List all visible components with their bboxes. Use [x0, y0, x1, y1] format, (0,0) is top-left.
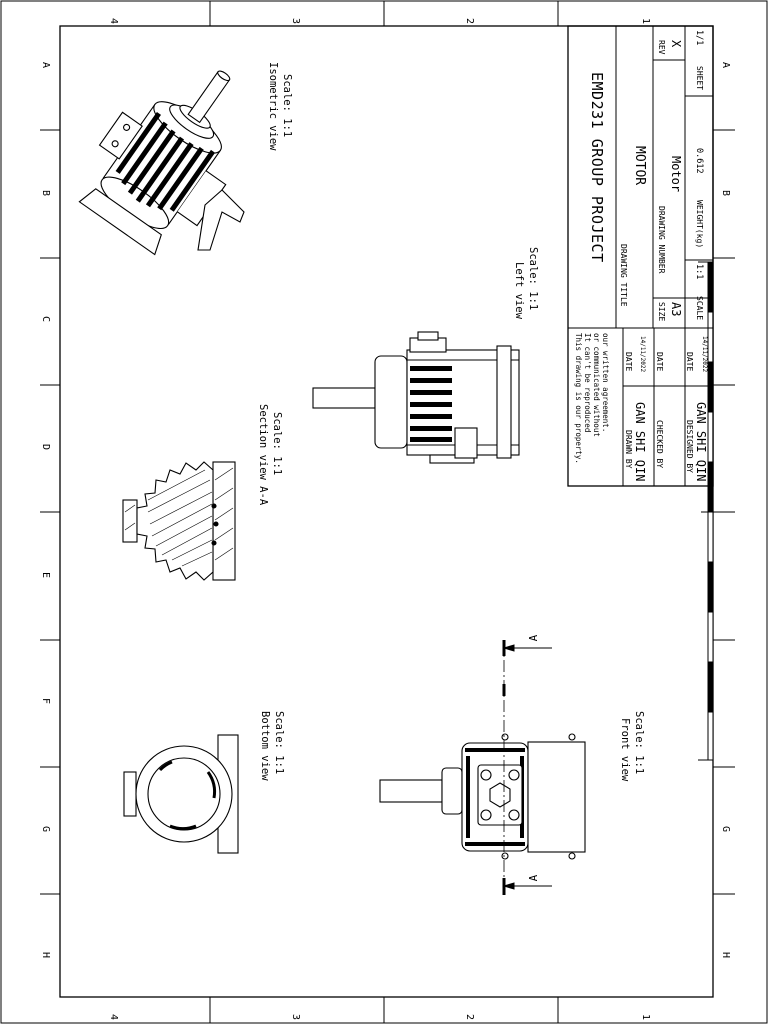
zone-letter-right-H: H — [720, 952, 731, 959]
ownership-notice-line-4: our written agreement. — [601, 333, 610, 433]
drawn-date-value: 14/11/2022 — [639, 336, 646, 373]
isometric-view-drawing — [78, 70, 231, 256]
bottom-view-drawing — [123, 734, 239, 854]
zone-number-top-3: 3 — [290, 18, 301, 25]
scale-label: SCALE — [695, 296, 704, 321]
isometric-view-title: Isometric view — [267, 62, 279, 151]
designed-by-value: GAN SHI QIN — [694, 402, 708, 482]
drawn-by-label: DRAWN BY — [624, 430, 633, 469]
scale-value: 1:1 — [694, 264, 704, 280]
zone-letter-left-C: C — [40, 316, 51, 323]
drawing-title: MOTOR — [632, 146, 647, 186]
title-block-frame — [567, 25, 714, 487]
zone-number-bottom-4: 4 — [108, 1014, 119, 1021]
drawing-number-label: DRAWING NUMBER — [657, 206, 666, 274]
zone-number-top-4: 4 — [108, 18, 119, 25]
isometric-view-base — [197, 189, 245, 251]
drawn-by-value: GAN SHI QIN — [633, 402, 647, 482]
zone-number-top-2: 2 — [464, 18, 475, 25]
zone-letter-left-E: E — [40, 572, 51, 579]
drawn-date-label: DATE — [624, 352, 633, 372]
zone-number-top-1: 1 — [640, 18, 651, 25]
zone-letter-left-G: G — [40, 826, 51, 833]
section-view-title: Section view A-A — [257, 404, 269, 506]
cutting-plane-line — [502, 640, 552, 895]
front-view-scale: Scale: 1:1 — [633, 711, 645, 775]
scale-bar — [698, 261, 714, 761]
weight-value: 0.612 — [694, 148, 704, 174]
drawing-title-label: DRAWING TITLE — [619, 244, 628, 307]
zone-letter-right-A: A — [720, 62, 731, 69]
isometric-view-scale: Scale: 1:1 — [281, 74, 293, 138]
zone-letter-left-D: D — [40, 444, 51, 451]
designed-date-label: DATE — [685, 352, 694, 372]
sheet-label: SHEET — [695, 66, 704, 91]
section-view-drawing — [122, 461, 236, 581]
front-view-drawing — [379, 733, 586, 860]
weight-label: WEIGHT(kg) — [695, 200, 704, 249]
zone-number-bottom-1: 1 — [640, 1014, 651, 1021]
size-value: A3 — [669, 302, 683, 317]
designed-date-value: 14/11/2022 — [701, 336, 708, 373]
bottom-view-title: Bottom view — [259, 711, 271, 781]
rev-value: X — [669, 40, 683, 48]
section-marker-bottom: A — [527, 874, 540, 881]
zone-letter-left-F: F — [40, 698, 51, 705]
zone-number-bottom-2: 2 — [464, 1014, 475, 1021]
zone-letter-right-B: B — [720, 190, 731, 197]
left-view-scale: Scale: 1:1 — [527, 247, 539, 311]
zone-letter-left-A: A — [40, 62, 51, 69]
checked-by-label: CHECKED BY — [655, 420, 664, 469]
designed-by-label: DESIGNED BY — [685, 420, 694, 473]
section-marker-top: A — [527, 634, 540, 641]
left-view-drawing — [312, 331, 520, 464]
zone-ticks — [40, 1, 735, 1023]
zone-number-bottom-3: 3 — [290, 1014, 301, 1021]
sheet-value: 1/1 — [694, 30, 704, 46]
zone-letter-right-G: G — [720, 826, 731, 833]
rev-label: REV — [657, 40, 666, 55]
checked-date-label: DATE — [655, 352, 664, 372]
zone-letter-left-B: B — [40, 190, 51, 197]
ownership-notice-line-1: This drawing is our property. — [574, 333, 583, 464]
size-label: SIZE — [657, 302, 666, 322]
project-title: EMD231 GROUP PROJECT — [588, 72, 606, 263]
left-view-title: Left view — [513, 262, 525, 319]
zone-letter-left-H: H — [40, 952, 51, 959]
ownership-notice-line-2: It can't be reproduced — [583, 333, 592, 433]
section-view-scale: Scale: 1:1 — [271, 412, 283, 476]
bottom-view-scale: Scale: 1:1 — [273, 711, 285, 775]
front-view-title: Front view — [619, 718, 631, 782]
drawing-number: Motor — [669, 156, 683, 193]
ownership-notice-line-3: or communicated without — [592, 333, 601, 437]
